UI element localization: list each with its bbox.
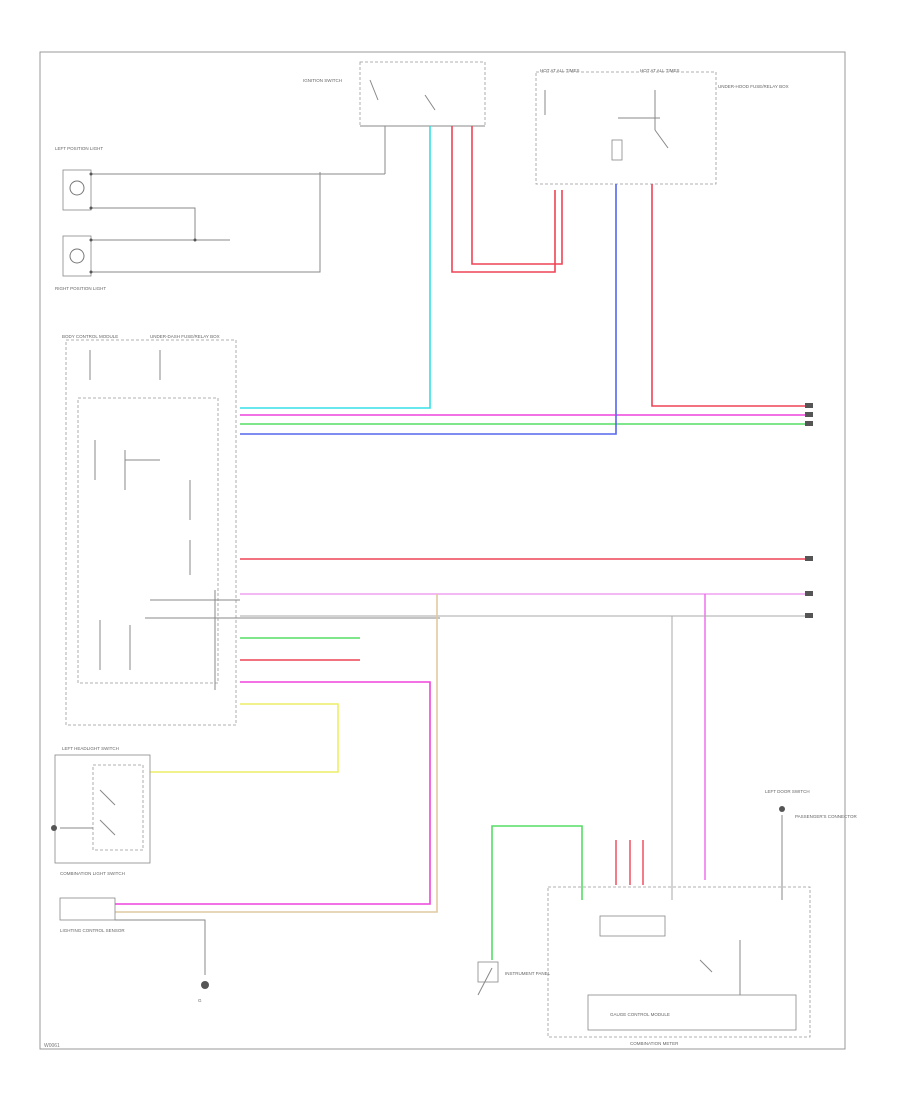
wire-blue [240, 184, 617, 435]
left-door-label: LEFT DOOR SWITCH [765, 789, 810, 794]
fuse-box-top-left-label: HOT AT ALL TIMES [540, 68, 580, 73]
combination-switch-label: COMBINATION LIGHT SWITCH [60, 871, 125, 876]
left-headlight-switch: LEFT HEADLIGHT SWITCH COMBINATION LIGHT … [51, 746, 151, 876]
left-door-switch: LEFT DOOR SWITCH PASSENGER'S CONNECTOR [765, 789, 857, 819]
left-position-light-bulb [69, 180, 85, 196]
under-dash-fuse-label: UNDER-DASH FUSE/RELAY BOX [150, 334, 220, 339]
left-switch-label: LEFT HEADLIGHT SWITCH [62, 746, 119, 751]
fuse-box-top-right-label: HOT AT ALL TIMES [640, 68, 680, 73]
right-terminals [805, 403, 813, 618]
right-position-light-label: RIGHT POSITION LIGHT [55, 286, 106, 291]
lighting-control-sensor: LIGHTING CONTROL SENSOR G [59, 897, 209, 1003]
ignition-switch-label: IGNITION SWITCH [303, 78, 342, 83]
wire-cyan [240, 126, 431, 409]
right-position-light-bulb [69, 248, 85, 264]
ignition-switch-block: IGNITION SWITCH [303, 61, 486, 127]
wire-yellow [150, 703, 339, 773]
combination-meter-label: COMBINATION METER [630, 1041, 679, 1046]
under-hood-relay-label: UNDER-HOOD FUSE/RELAY BOX [718, 84, 789, 89]
wire-green-lower [491, 825, 583, 960]
gauge-control-label: GAUGE CONTROL MODULE [610, 1012, 670, 1017]
combination-meter: GAUGE CONTROL MODULE COMBINATION METER I… [477, 886, 811, 1046]
wire-magenta-down [115, 681, 431, 905]
wire-red-right [651, 184, 812, 407]
wire-red-top-2 [471, 126, 563, 265]
body-control-label: BODY CONTROL MODULE [62, 334, 118, 339]
passenger-connector-label: PASSENGER'S CONNECTOR [795, 814, 857, 819]
ground-label: G [198, 998, 202, 1003]
left-position-light-label: LEFT POSITION LIGHT [55, 146, 103, 151]
instrument-panel-label: INSTRUMENT PANEL [505, 971, 551, 976]
wire-red-top [451, 126, 556, 273]
wire-tan [115, 594, 438, 913]
footer-code: W0061 [44, 1043, 60, 1049]
diagram-frame [39, 51, 846, 1050]
under-hood-relay-box: HOT AT ALL TIMES HOT AT ALL TIMES UNDER-… [535, 68, 789, 185]
position-lights-group: LEFT POSITION LIGHT RIGHT POSITION LIGHT [55, 126, 386, 291]
lighting-control-label: LIGHTING CONTROL SENSOR [60, 928, 125, 933]
body-control-module: BODY CONTROL MODULE UNDER-DASH FUSE/RELA… [62, 334, 440, 726]
